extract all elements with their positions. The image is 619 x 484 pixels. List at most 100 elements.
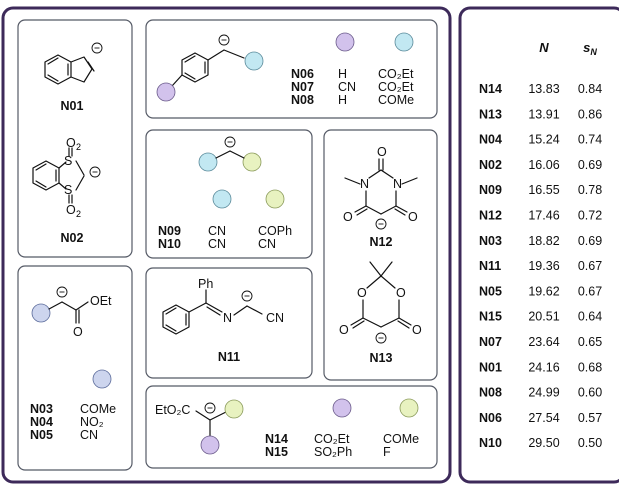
table-cell-compound: N13 xyxy=(479,107,502,121)
n13-atom-o-right: O xyxy=(396,286,406,300)
structure-n13: O O O O N13 xyxy=(339,261,422,365)
box-n11: Ph N CN N11 xyxy=(145,267,313,379)
table-cell-sn: 0.65 xyxy=(578,335,602,349)
table-cell-sn: 0.57 xyxy=(578,411,602,425)
legend-purple-dot xyxy=(332,398,352,418)
label-n12: N12 xyxy=(370,235,393,249)
label-n08: N08 xyxy=(291,93,314,107)
n12-atom-o-left: O xyxy=(343,210,353,224)
n12-atom-o-top: O xyxy=(377,145,387,159)
legend-cyan-dot xyxy=(212,189,232,209)
table-cell-n: 27.54 xyxy=(528,411,559,425)
n14-purple: CO₂Et xyxy=(314,432,350,446)
n02-atom-s-top: S xyxy=(64,154,72,168)
table-cell-n: 19.36 xyxy=(528,259,559,273)
label-n02: N02 xyxy=(61,231,84,245)
n15-purple: SO₂Ph xyxy=(314,445,352,459)
table-cell-n: 17.46 xyxy=(528,209,559,223)
n07-cyan: CO₂Et xyxy=(378,80,414,94)
n03-carbonyl-o: O xyxy=(73,325,83,339)
table-cell-n: 13.83 xyxy=(528,82,559,96)
n02-atom-o-bottom: O xyxy=(66,203,76,217)
svg-text:2: 2 xyxy=(76,209,81,219)
table-cell-n: 23.64 xyxy=(528,335,559,349)
n11-atom-ph: Ph xyxy=(198,277,213,291)
table-cell-n: 29.50 xyxy=(528,436,559,450)
label-n11: N11 xyxy=(218,350,240,364)
n14-green: COMe xyxy=(383,432,419,446)
table-cell-n: 24.16 xyxy=(528,360,559,374)
table-cell-n: 13.91 xyxy=(528,107,559,121)
box-n03-n05: OEt O N03 N04 N05 COMe NO₂ CN xyxy=(17,265,133,471)
n05-blue: CN xyxy=(80,428,98,442)
purple-substituent-dot xyxy=(156,82,176,102)
n04-blue: NO₂ xyxy=(80,415,104,429)
n08-purple: H xyxy=(338,93,347,107)
label-n07: N07 xyxy=(291,80,314,94)
table-cell-sn: 0.84 xyxy=(578,82,602,96)
table-cell-compound: N12 xyxy=(479,209,502,223)
label-n01: N01 xyxy=(61,99,84,113)
label-n03: N03 xyxy=(30,402,53,416)
n12-atom-n-right: N xyxy=(393,177,402,191)
table-cell-n: 16.06 xyxy=(528,158,559,172)
table-cell-compound: N15 xyxy=(479,310,502,324)
table-cell-sn: 0.69 xyxy=(578,158,602,172)
structure-n01: N01 xyxy=(44,42,103,113)
structure-n12: O N N O O N12 xyxy=(343,145,418,249)
legend-blue-dot xyxy=(92,369,112,389)
n07-purple: CN xyxy=(338,80,356,94)
label-n05: N05 xyxy=(30,428,53,442)
n06-purple: H xyxy=(338,67,347,81)
table-cell-sn: 0.50 xyxy=(578,436,602,450)
n12-atom-n-left: N xyxy=(360,177,369,191)
table-cell-compound: N08 xyxy=(479,386,502,400)
table-cell-compound: N07 xyxy=(479,335,502,349)
label-n04: N04 xyxy=(30,415,53,429)
table-cell-compound: N09 xyxy=(479,183,502,197)
n09-green: COPh xyxy=(258,224,292,238)
n12-atom-o-right: O xyxy=(408,210,418,224)
label-n14: N14 xyxy=(265,432,288,446)
table-cell-sn: 0.72 xyxy=(578,209,602,223)
table-cell-sn: 0.69 xyxy=(578,234,602,248)
table-cell-compound: N14 xyxy=(479,82,502,96)
n06-cyan: CO₂Et xyxy=(378,67,414,81)
n02-atom-o-top: O xyxy=(66,136,76,150)
table-cell-compound: N06 xyxy=(479,411,502,425)
box-n14-n15: EtO₂C N14 N15 CO₂Et SO₂Ph COMe F xyxy=(145,385,438,469)
table-cell-sn: 0.78 xyxy=(578,183,602,197)
label-n10: N10 xyxy=(158,237,181,251)
table-cell-compound: N05 xyxy=(479,284,502,298)
table-cell-sn: 0.64 xyxy=(578,310,602,324)
label-n13: N13 xyxy=(370,351,393,365)
table-cell-sn: 0.74 xyxy=(578,133,602,147)
table-cell-n: 20.51 xyxy=(528,310,559,324)
table-frame xyxy=(458,6,619,484)
n13-atom-o-lower-right: O xyxy=(412,323,422,337)
table-cell-sn: 0.67 xyxy=(578,284,602,298)
n15-green: F xyxy=(383,445,391,459)
n11-atom-n: N xyxy=(223,311,232,325)
n14-prefix: EtO₂C xyxy=(155,403,190,417)
label-n15: N15 xyxy=(265,445,288,459)
table-cell-compound: N04 xyxy=(479,133,502,147)
legend-green-dot xyxy=(399,398,419,418)
n11-atom-cn: CN xyxy=(266,311,284,325)
n13-atom-o-left: O xyxy=(357,286,367,300)
n02-atom-s-bottom: S xyxy=(64,183,72,197)
legend-green-dot xyxy=(265,189,285,209)
table-cell-sn: 0.68 xyxy=(578,360,602,374)
table-cell-compound: N03 xyxy=(479,234,502,248)
header-sn: sN xyxy=(583,40,597,57)
table-cell-sn: 0.60 xyxy=(578,386,602,400)
n10-green: CN xyxy=(258,237,276,251)
table-cell-compound: N11 xyxy=(479,259,501,273)
n08-cyan: COMe xyxy=(378,93,414,107)
structures-frame xyxy=(1,6,452,484)
legend-cyan-dot xyxy=(394,32,414,52)
label-n06: N06 xyxy=(291,67,314,81)
table-cell-sn: 0.86 xyxy=(578,107,602,121)
